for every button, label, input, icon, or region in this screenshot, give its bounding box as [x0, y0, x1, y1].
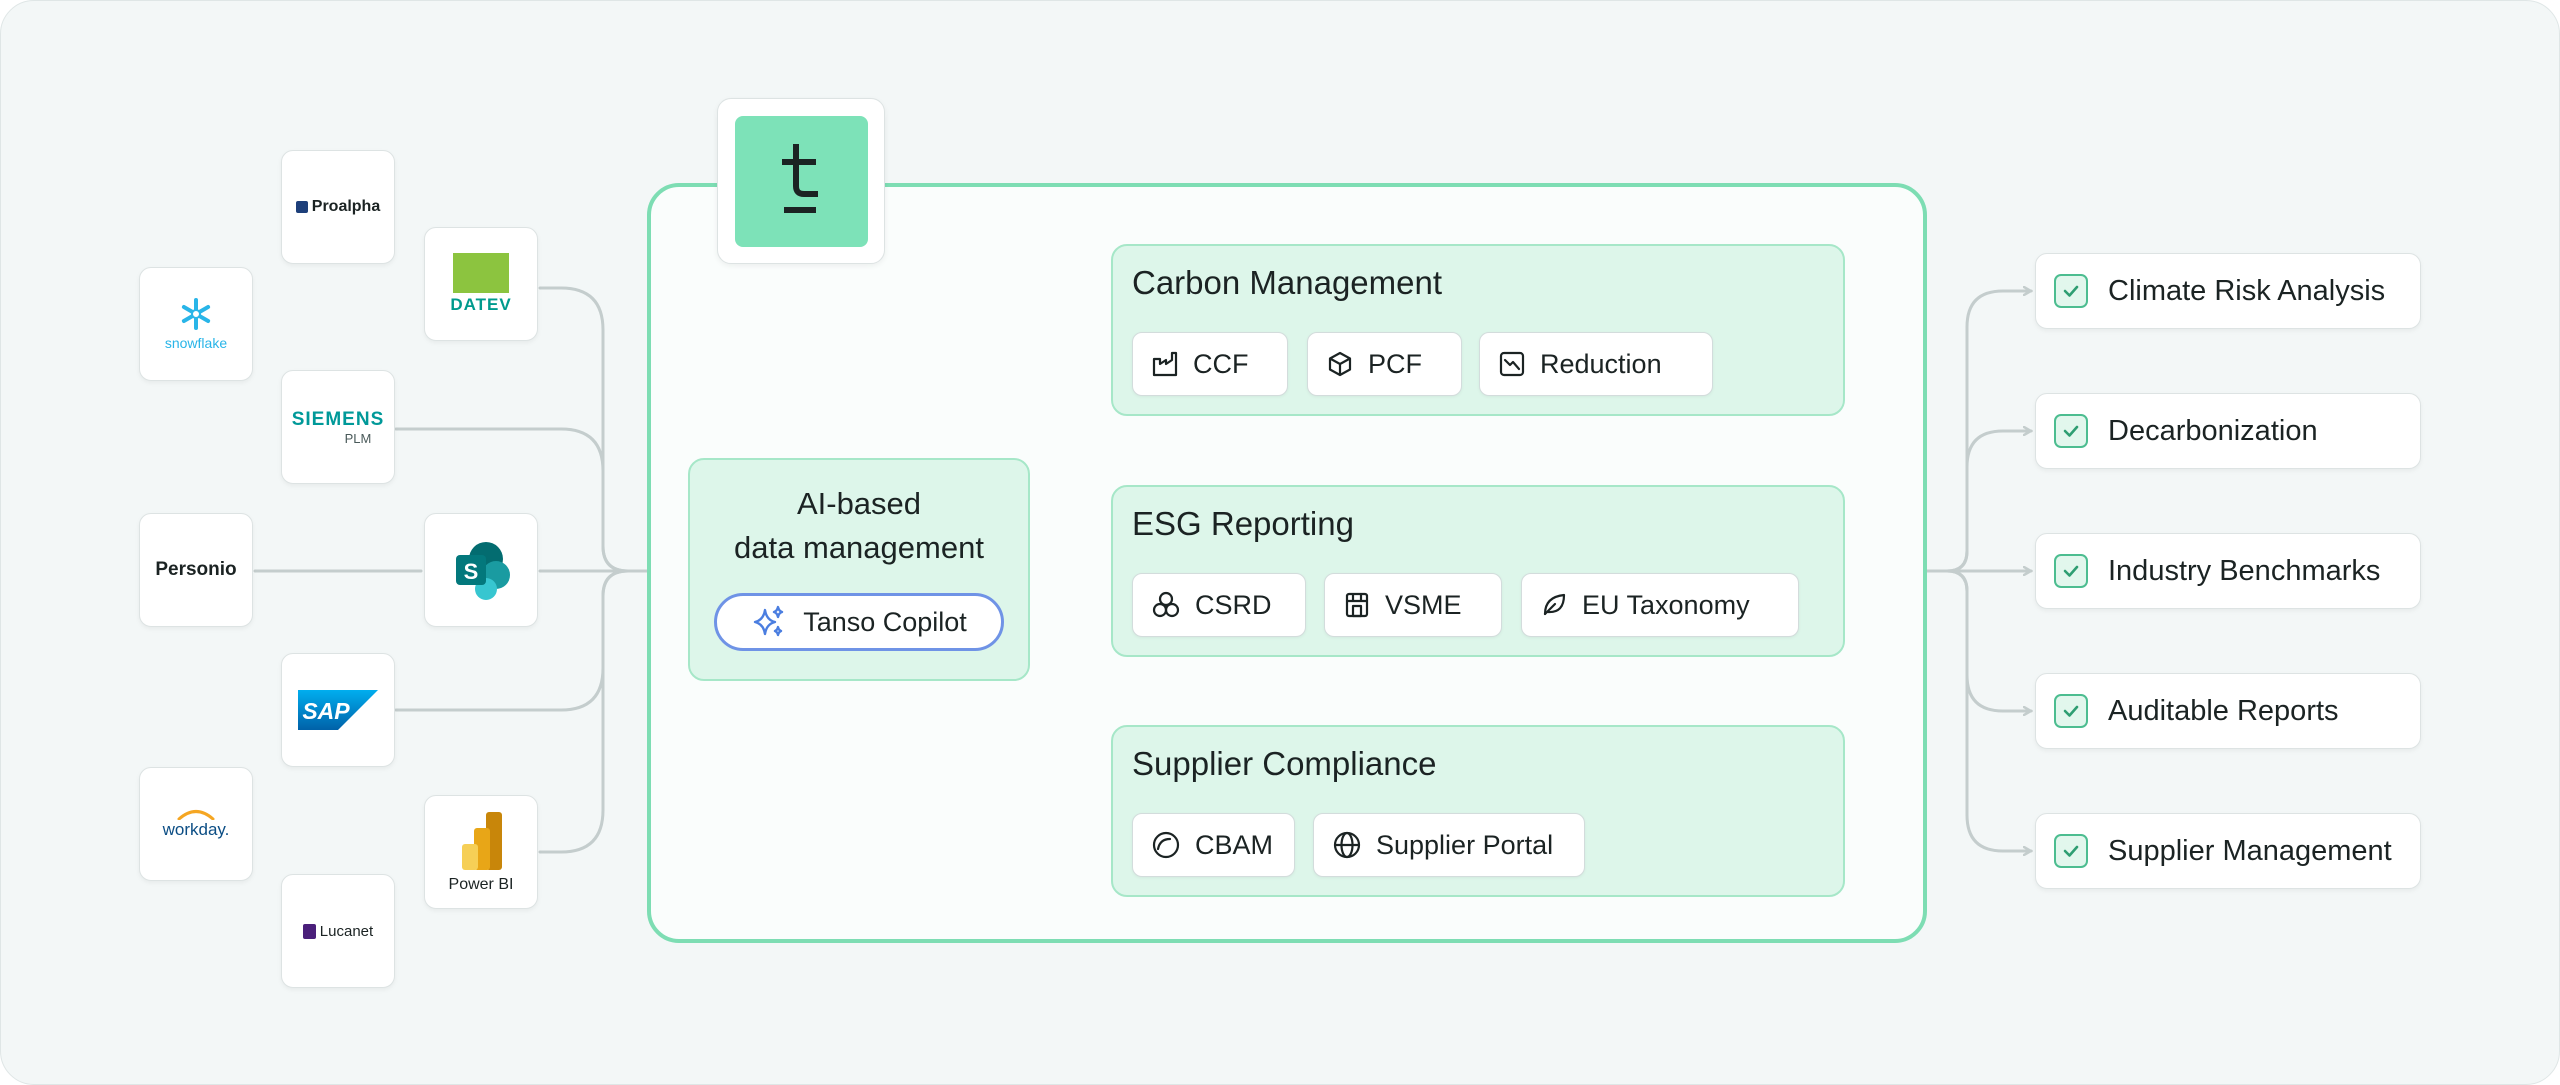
- snowflake-icon: [181, 298, 211, 330]
- personio-logo-text: Personio: [155, 559, 237, 580]
- supplier-compliance-module: Supplier Compliance CBAM Supplier Portal: [1111, 725, 1845, 897]
- datev-logo-text: DATEV: [450, 295, 512, 314]
- ai-data-management-title: AI-based data management: [690, 482, 1028, 570]
- snowflake-logo-text: snowflake: [164, 335, 228, 351]
- supplier-portal-pill[interactable]: Supplier Portal: [1313, 813, 1585, 877]
- checkbox-checked-icon: [2054, 554, 2088, 588]
- output-label: Supplier Management: [2108, 834, 2392, 867]
- ccf-label: CCF: [1193, 348, 1249, 379]
- personio-logo-card: Personio: [139, 513, 253, 627]
- output-supplier-management: Supplier Management: [2035, 813, 2421, 889]
- tanso-logo-icon: [735, 116, 868, 247]
- powerbi-logo-card: Power BI: [424, 795, 538, 909]
- cbam-pill[interactable]: CBAM: [1132, 813, 1295, 877]
- output-auditable-reports: Auditable Reports: [2035, 673, 2421, 749]
- ccf-pill[interactable]: CCF: [1132, 332, 1288, 396]
- trend-down-chart-icon: [1499, 351, 1525, 377]
- tanso-copilot-label: Tanso Copilot: [803, 606, 967, 637]
- esg-reporting-title: ESG Reporting: [1132, 505, 1354, 542]
- proalpha-icon: [295, 201, 308, 213]
- vsme-label: VSME: [1385, 589, 1462, 620]
- datev-icon: [453, 253, 509, 293]
- powerbi-icon: [462, 812, 502, 870]
- lucanet-logo-text: Lucanet: [319, 922, 374, 940]
- globe-icon: [1333, 831, 1361, 859]
- carbon-management-module: Carbon Management CCF PCF: [1111, 244, 1845, 416]
- eu-taxonomy-label: EU Taxonomy: [1582, 589, 1750, 620]
- output-decarbonization: Decarbonization: [2035, 393, 2421, 469]
- powerbi-logo-text: Power BI: [448, 876, 514, 893]
- siemens-logo-text: SIEMENS: [291, 408, 385, 430]
- output-label: Decarbonization: [2108, 414, 2318, 447]
- carbon-management-title: Carbon Management: [1132, 264, 1443, 301]
- reduction-pill[interactable]: Reduction: [1479, 332, 1713, 396]
- store-icon: [1345, 592, 1369, 618]
- ai-data-management-box: AI-based data management Tanso Copilot: [688, 458, 1030, 681]
- output-label: Industry Benchmarks: [2108, 554, 2381, 587]
- workday-logo-text: workday.: [162, 820, 230, 839]
- output-label: Climate Risk Analysis: [2108, 274, 2386, 307]
- cbam-label: CBAM: [1195, 829, 1274, 860]
- circles-cluster-icon: [1152, 591, 1180, 618]
- ai-title-line1: AI-based: [796, 486, 922, 521]
- tanso-copilot-button[interactable]: Tanso Copilot: [714, 593, 1004, 651]
- sap-icon: SAP: [298, 690, 378, 730]
- sharepoint-logo-card: S: [424, 513, 538, 627]
- swirl-icon: [1152, 831, 1180, 859]
- pcf-pill[interactable]: PCF: [1307, 332, 1462, 396]
- output-climate-risk-analysis: Climate Risk Analysis: [2035, 253, 2421, 329]
- sparkle-icon: [753, 605, 784, 637]
- output-label: Auditable Reports: [2108, 694, 2339, 727]
- supplier-portal-label: Supplier Portal: [1376, 829, 1554, 860]
- sap-logo-card: SAP: [281, 653, 395, 767]
- esg-reporting-module: ESG Reporting CSRD VSME: [1111, 485, 1845, 657]
- pcf-label: PCF: [1368, 348, 1422, 379]
- csrd-pill[interactable]: CSRD: [1132, 573, 1306, 637]
- svg-text:S: S: [464, 559, 479, 584]
- lucanet-icon: [302, 923, 316, 939]
- siemens-plm-text: PLM: [344, 430, 372, 446]
- supplier-compliance-title: Supplier Compliance: [1132, 745, 1437, 782]
- datev-logo-card: DATEV: [424, 227, 538, 341]
- factory-icon: [1152, 351, 1178, 377]
- snowflake-logo-card: snowflake: [139, 267, 253, 381]
- reduction-label: Reduction: [1540, 348, 1662, 379]
- leaf-icon: [1543, 593, 1566, 616]
- vsme-pill[interactable]: VSME: [1324, 573, 1502, 637]
- output-industry-benchmarks: Industry Benchmarks: [2035, 533, 2421, 609]
- csrd-label: CSRD: [1195, 589, 1272, 620]
- sap-logo-text: SAP: [302, 698, 350, 724]
- proalpha-logo-text: Proalpha: [311, 198, 381, 215]
- checkbox-checked-icon: [2054, 694, 2088, 728]
- workday-arc-icon: [177, 810, 215, 820]
- checkbox-checked-icon: [2054, 414, 2088, 448]
- workday-logo-card: workday.: [139, 767, 253, 881]
- box-icon: [1328, 351, 1352, 377]
- eu-taxonomy-pill[interactable]: EU Taxonomy: [1521, 573, 1799, 637]
- siemens-logo-card: SIEMENS PLM: [281, 370, 395, 484]
- proalpha-logo-card: Proalpha: [281, 150, 395, 264]
- checkbox-checked-icon: [2054, 834, 2088, 868]
- tanso-logo-card: [717, 98, 885, 264]
- ai-title-line2: data management: [734, 530, 984, 565]
- lucanet-logo-card: Lucanet: [281, 874, 395, 988]
- sharepoint-icon: S: [456, 542, 510, 600]
- checkbox-checked-icon: [2054, 274, 2088, 308]
